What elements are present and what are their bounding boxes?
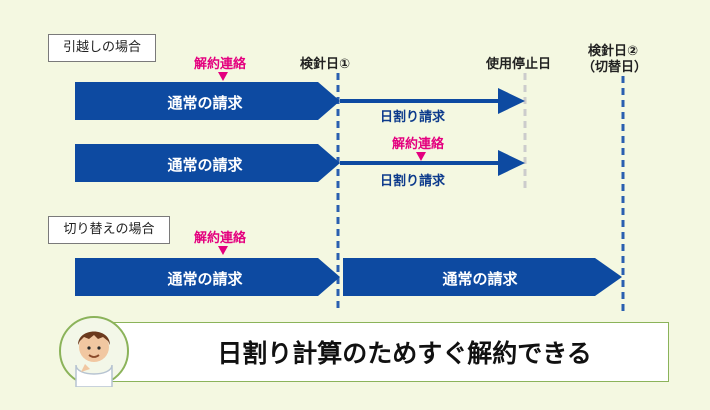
notice-marker-3-icon: [218, 246, 228, 255]
row2-prorated-arrowhead: [498, 150, 525, 176]
row2-prorated-label: 日割り請求: [380, 174, 446, 189]
switch-section-label: 切り替えの場合: [48, 216, 170, 244]
notice-marker-2-icon: [416, 152, 426, 161]
checkpoint-1-label: 検針日①: [300, 57, 351, 72]
row3-normal-label-b: 通常の請求: [442, 270, 518, 288]
row1-normal-bar: [75, 82, 340, 120]
row2-normal-bar: [75, 144, 340, 182]
notice-marker-1-icon: [218, 72, 228, 81]
moving-section-label: 引越しの場合: [48, 34, 156, 62]
row3-normal-label-a: 通常の請求: [167, 270, 243, 288]
checkpoint-2-label: 検針日②: [588, 44, 639, 59]
cancellation-notice-2: 解約連絡: [392, 137, 445, 152]
summary-banner: 日割り計算のためすぐ解約できる: [110, 322, 669, 382]
cancellation-notice-3: 解約連絡: [194, 231, 247, 246]
row1-prorated-label: 日割り請求: [380, 110, 446, 125]
summary-banner-text: 日割り計算のためすぐ解約できる: [217, 339, 592, 368]
row2-normal-label: 通常の請求: [167, 156, 243, 174]
advisor-avatar-icon: [58, 315, 130, 388]
row1-prorated-arrowhead: [498, 88, 525, 114]
row3-normal-bar-a: [75, 258, 340, 296]
row1-normal-label: 通常の請求: [167, 94, 243, 112]
cancellation-notice-1: 解約連絡: [194, 57, 247, 72]
row3-normal-bar-b: [343, 258, 622, 296]
stop-date-label: 使用停止日: [486, 57, 552, 72]
switch-date-label: （切替日）: [582, 60, 648, 75]
